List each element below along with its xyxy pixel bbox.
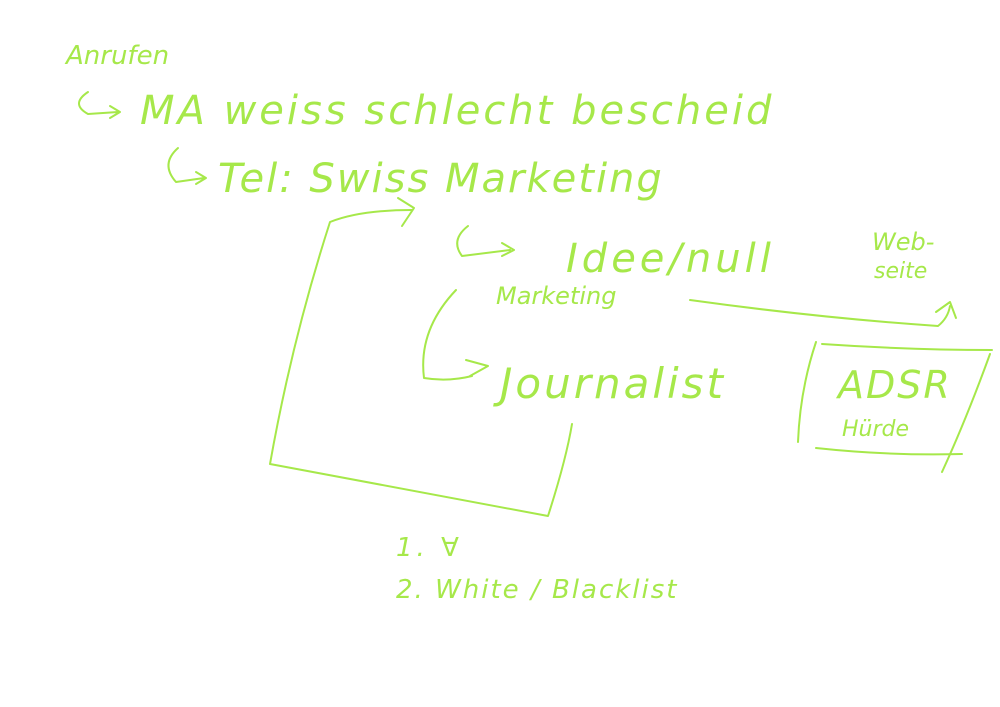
webseite-arrow xyxy=(689,299,957,327)
anrufen-text: Anrufen xyxy=(64,41,169,71)
hook-arrow-2 xyxy=(167,147,207,185)
list-item-1: 1. ∀ xyxy=(396,533,463,563)
list-item-2: 2. White / Blacklist xyxy=(396,575,679,605)
webseite-text-1: Web- xyxy=(872,228,934,256)
webseite-text-2: seite xyxy=(874,259,927,284)
marketing-text: Marketing xyxy=(496,282,616,310)
loop-arrow xyxy=(269,197,573,517)
tel-line-text: Tel: Swiss Marketing xyxy=(218,156,664,202)
hook-arrow-4 xyxy=(422,289,489,381)
idee-null-text: Idee/null xyxy=(566,236,775,282)
adsr-box xyxy=(797,341,993,473)
ma-line-text: MA weiss schlecht bescheid xyxy=(140,88,774,134)
hook-arrow-1 xyxy=(78,91,121,119)
huerde-text: Hürde xyxy=(842,417,909,442)
hook-arrow-3 xyxy=(456,225,515,257)
adsr-text: ADSR xyxy=(835,363,952,407)
journalist-text: Journalist xyxy=(493,359,726,408)
